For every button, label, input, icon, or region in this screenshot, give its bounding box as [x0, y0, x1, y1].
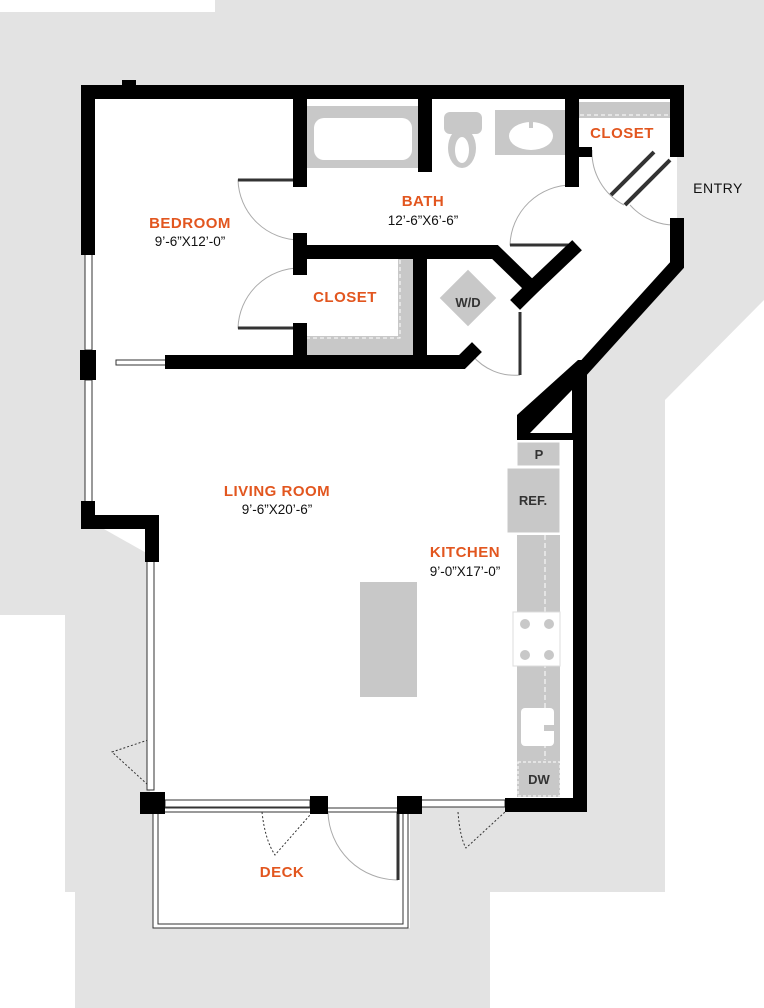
deck-label: DECK	[260, 864, 305, 881]
dishwasher-label: DW	[528, 772, 550, 787]
toilet	[444, 112, 482, 168]
bath-sink	[495, 110, 565, 155]
kitchen-label: KITCHEN	[430, 544, 500, 561]
kitchen-dimensions: 9’-0”X17’-0”	[430, 564, 501, 579]
living-room-dimensions: 9’-6”X20’-6”	[242, 502, 313, 517]
kitchen-island	[360, 582, 417, 697]
bedroom-label: BEDROOM	[149, 215, 231, 232]
entry-label: ENTRY	[693, 180, 743, 196]
refrigerator-label: REF.	[519, 493, 547, 508]
bath-label: BATH	[402, 193, 445, 210]
entry-closet-label: CLOSET	[590, 125, 654, 142]
washer-dryer-label: W/D	[455, 295, 480, 310]
refrigerator	[506, 467, 561, 534]
bedroom-dimensions: 9’-6”X12’-0”	[155, 234, 226, 249]
bedroom-closet-shelf	[306, 258, 420, 358]
kitchen-sink	[521, 708, 559, 746]
deck-floor	[152, 807, 409, 929]
stove	[512, 611, 561, 667]
bedroom-closet-label: CLOSET	[313, 289, 377, 306]
dishwasher	[517, 761, 561, 797]
pantry-label: P	[535, 447, 544, 462]
walls	[80, 80, 684, 814]
bathtub	[306, 106, 422, 168]
entry-closet-shelf	[578, 102, 670, 118]
bath-dimensions: 12’-6”X6’-6”	[388, 213, 459, 228]
pantry	[516, 441, 561, 467]
living-room-label: LIVING ROOM	[224, 483, 330, 500]
